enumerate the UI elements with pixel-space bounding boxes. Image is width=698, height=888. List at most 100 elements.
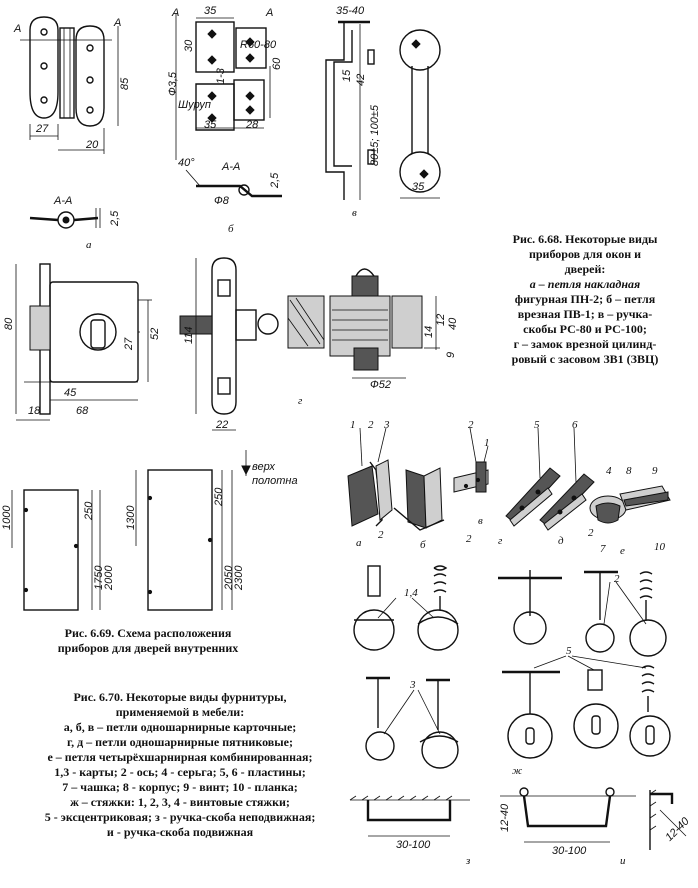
fig-6-68-caption: Рис. 6.68. Некоторые виды приборов для о… (478, 232, 692, 367)
hinge-pn2-front-view (20, 16, 119, 154)
dim-left-250: 250 (83, 501, 95, 520)
part-number: 10 (654, 541, 665, 553)
handle-rs-views (325, 20, 441, 200)
fig-6-68-caption-line: скобы РС-80 и РС-100; (523, 322, 647, 336)
fig-6-68-caption-line: ровый с засовом ЗВ1 (ЗВЦ) (511, 352, 659, 366)
part-number: 7 (600, 543, 606, 555)
section-mark-b-right: A (266, 7, 274, 19)
dim-b-r60-80: R60-80 (240, 39, 277, 51)
part-number: 2 (468, 419, 474, 431)
door-scheme-left (11, 489, 101, 611)
dim-a-2-5: 2,5 (109, 210, 121, 226)
dim-b-40-deg: 40° (178, 157, 195, 169)
dim-a-85: 85 (119, 77, 131, 90)
view-letter-g-furniture: г (498, 535, 503, 547)
dim-d-12: 12 (435, 313, 447, 326)
dim-b-28: 28 (246, 119, 259, 131)
fig-6-68-caption-line: а – петля накладная (529, 277, 641, 291)
fig-6-68-caption-line: дверей: (564, 262, 606, 276)
view-letter-d-furniture: д (558, 535, 564, 547)
label-verh: верх (252, 461, 275, 473)
dim-d-45: 45 (64, 387, 77, 399)
dim-a-27: 27 (36, 123, 49, 135)
part-number: 6 (572, 419, 578, 431)
part-number: 2 (368, 419, 374, 431)
part-number: 9 (652, 465, 658, 477)
part-number: 3 (384, 419, 390, 431)
tie-label: 5 (566, 645, 572, 657)
part-number: 2 (466, 533, 472, 545)
view-letter-z-furniture: з (466, 855, 471, 867)
dim-left-1000: 1000 (1, 505, 13, 530)
part-number: 5 (534, 419, 540, 431)
door-scheme-right (135, 450, 251, 611)
view-letter-e-furniture: е (620, 545, 625, 557)
dim-b-1-3: 1-3 (215, 68, 227, 84)
view-letter-a-furniture: а (356, 537, 362, 549)
fig-6-68-caption-line: фигурная ПН-2; б – петля (514, 292, 656, 306)
fig-6-68-caption-line: г – замок врезной цилинд- (513, 337, 657, 351)
label-polotna: полотна (252, 475, 298, 487)
view-letter-zh-furniture: ж (512, 765, 523, 777)
fig-6-70-caption-line: Рис. 6.70. Некоторые виды фурнитуры, (73, 690, 287, 704)
dim-right-2300: 2300 (233, 565, 245, 590)
fig-6-70-caption-line: ж – стяжки: 1, 2, 3, 4 - винтовые стяжки… (70, 795, 290, 809)
part-number: 8 (626, 465, 632, 477)
part-number: 2 (588, 527, 594, 539)
dim-right-1300: 1300 (125, 505, 137, 530)
hinge-pn2-section (29, 208, 101, 229)
dim-c-35-40: 35-40 (336, 5, 365, 17)
dim-d-9: 9 (445, 351, 457, 358)
dim-b-2-5: 2,5 (269, 172, 281, 188)
dim-d-80: 80 (3, 317, 15, 330)
dim-right-250: 250 (213, 487, 225, 506)
view-letter-a: а (86, 239, 92, 251)
dim-c-80-100: 80±5; 100±5 (369, 104, 381, 166)
dim-d-phi52: Ф52 (370, 379, 391, 391)
hinge-pv1-views (175, 14, 282, 198)
section-mark-a-right: A (114, 17, 122, 29)
fig-6-70-caption-line: г, д – петли одношарнирные пятниковые; (67, 735, 293, 749)
fig-6-68-caption-line: врезная ПВ-1; в – ручка- (517, 307, 653, 321)
fig-6-70-caption-line: 7 – чашка; 8 - корпус; 9 - винт; 10 - пл… (62, 780, 298, 794)
dim-b-30: 30 (183, 39, 195, 52)
dim-a-20: 20 (86, 139, 99, 151)
fig-6-70-caption-line: и - ручка-скоба подвижная (106, 825, 254, 839)
fig-6-68-caption-line: Рис. 6.68. Некоторые виды (512, 232, 658, 246)
part-number: 4 (606, 465, 612, 477)
part-number: 2 (378, 529, 384, 541)
dim-handle-height-z: 12-40 (499, 803, 511, 832)
fig-6-70-caption-line: 5 - эксцентриковая; з - ручка-скоба непо… (44, 810, 316, 824)
tie-label: 1,4 (404, 587, 418, 599)
fig-6-69-caption-line: Рис. 6.69. Схема расположения (64, 626, 232, 640)
cylinder-lock-views (15, 257, 440, 431)
tie-label: 2 (614, 573, 620, 585)
section-mark-a-left: A (14, 23, 22, 35)
section-mark-b-left: A (172, 7, 180, 19)
dim-d-22: 22 (216, 419, 229, 431)
furniture-handles (349, 787, 687, 850)
furniture-hinges (347, 427, 671, 531)
fig-6-70-caption-line: а, б, в – петли одношарнирные карточные; (63, 720, 297, 734)
dim-d-68: 68 (76, 405, 89, 417)
dim-c-42: 42 (355, 73, 367, 86)
fig-6-70-caption-line: применяемой в мебели: (115, 705, 245, 719)
view-letter-v-furniture: в (478, 515, 483, 527)
furniture-ties (353, 565, 671, 769)
dim-d-27: 27 (123, 337, 135, 350)
part-number: 1 (484, 437, 490, 449)
dim-d-114: 114 (183, 326, 195, 344)
label-b-shurup: Шуруп (178, 99, 211, 111)
dim-d-14: 14 (423, 325, 435, 338)
view-letter-v: в (352, 207, 357, 219)
dim-b-60: 60 (271, 57, 283, 70)
part-number: 1 (350, 419, 356, 431)
fig-6-70-caption-line: е – петля четырёхшарнирная комбинированн… (47, 750, 313, 764)
fig-6-68-caption-line: приборов для окон и (528, 247, 642, 261)
dim-c-15: 15 (341, 69, 353, 82)
section-label-a: А-А (54, 195, 73, 207)
fig-6-70-caption: Рис. 6.70. Некоторые виды фурнитуры, при… (8, 690, 352, 840)
dim-c-35: 35 (412, 181, 425, 193)
